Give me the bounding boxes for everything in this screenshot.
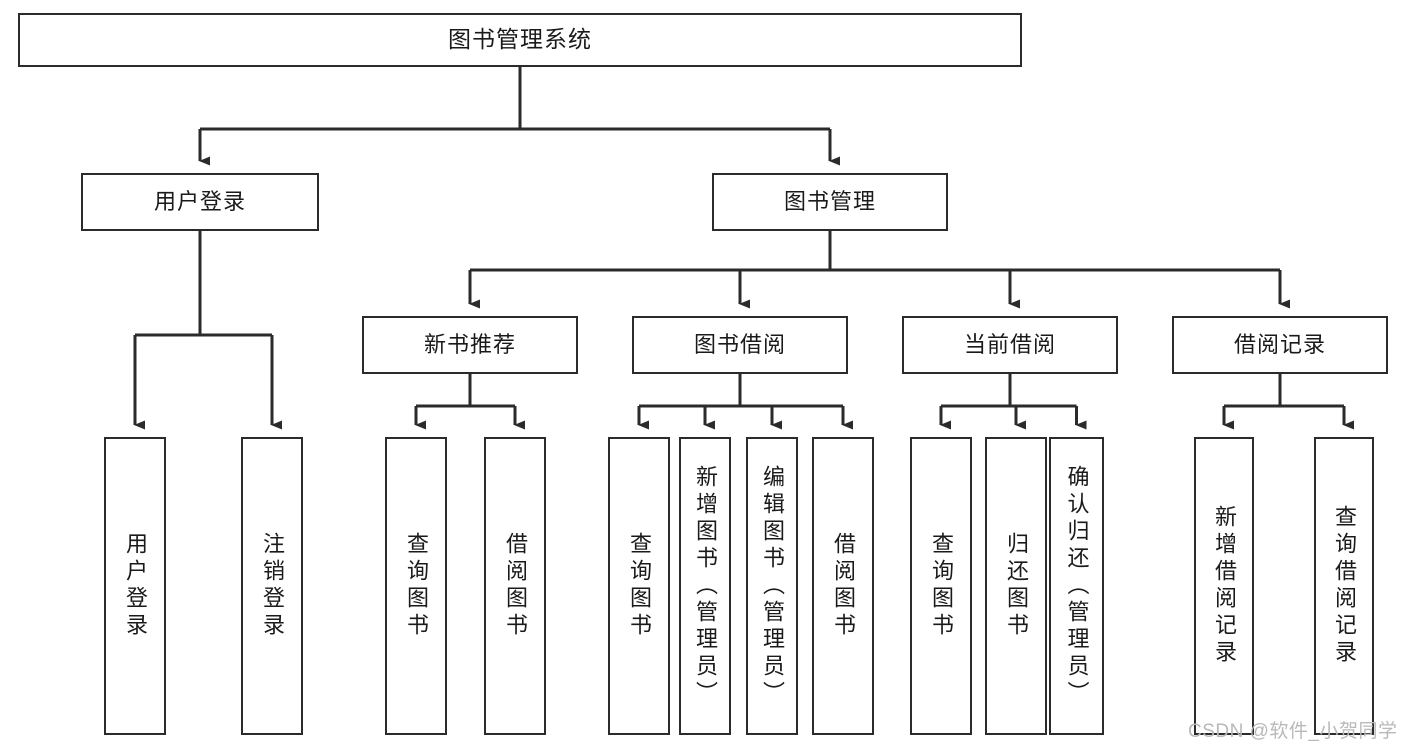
node-leaf-borrow-books-borrowing[interactable]: 借阅图书 — [812, 437, 874, 735]
node-label: 用户登录 — [123, 532, 148, 640]
node-label: 图书借阅 — [693, 332, 786, 358]
node-label: 借阅记录 — [1233, 332, 1326, 358]
node-label: 图书管理系统 — [448, 26, 592, 53]
node-label: 新增借阅记录 — [1212, 505, 1237, 667]
node-book-borrowing[interactable]: 图书借阅 — [632, 316, 848, 374]
node-leaf-query-books-current[interactable]: 查询图书 — [910, 437, 972, 735]
node-leaf-query-borrow-record[interactable]: 查询借阅记录 — [1314, 437, 1374, 735]
node-label: 图书管理 — [783, 189, 876, 215]
node-label: 查询图书 — [404, 532, 429, 640]
node-label: 新书推荐 — [423, 332, 516, 358]
node-label: 查询图书 — [929, 532, 954, 640]
node-leaf-borrow-books-recommendation[interactable]: 借阅图书 — [484, 437, 546, 735]
node-label: 借阅图书 — [503, 532, 528, 640]
node-leaf-add-borrow-record[interactable]: 新增借阅记录 — [1194, 437, 1254, 735]
csdn-watermark: CSDN @软件_小贺同学 — [1188, 721, 1398, 742]
node-leaf-edit-book-admin[interactable]: 编辑图书（管理员） — [746, 437, 798, 735]
node-label: 借阅图书 — [831, 532, 856, 640]
node-label: 查询图书 — [627, 532, 652, 640]
node-label: 用户登录 — [153, 189, 246, 215]
node-leaf-user-login[interactable]: 用户登录 — [104, 437, 166, 735]
node-leaf-add-book-admin[interactable]: 新增图书（管理员） — [679, 437, 731, 735]
node-leaf-query-books-borrowing[interactable]: 查询图书 — [608, 437, 670, 735]
node-leaf-query-books-recommendation[interactable]: 查询图书 — [385, 437, 447, 735]
node-leaf-confirm-return-admin[interactable]: 确认归还（管理员） — [1049, 437, 1104, 735]
node-label: 新增图书（管理员） — [693, 464, 718, 708]
node-label: 确认归还（管理员） — [1064, 464, 1090, 708]
node-label: 查询借阅记录 — [1332, 505, 1357, 667]
node-root-book-management-system[interactable]: 图书管理系统 — [18, 13, 1022, 67]
node-leaf-return-books[interactable]: 归还图书 — [985, 437, 1047, 735]
node-label: 当前借阅 — [963, 332, 1056, 358]
node-new-book-recommendation[interactable]: 新书推荐 — [362, 316, 578, 374]
node-label: 编辑图书（管理员） — [760, 464, 785, 708]
node-leaf-user-logout[interactable]: 注销登录 — [241, 437, 303, 735]
node-book-management[interactable]: 图书管理 — [712, 173, 948, 231]
node-label: 归还图书 — [1004, 532, 1029, 640]
node-borrowing-record[interactable]: 借阅记录 — [1172, 316, 1388, 374]
node-user-login[interactable]: 用户登录 — [81, 173, 319, 231]
node-label: 注销登录 — [260, 532, 285, 640]
node-current-borrowing[interactable]: 当前借阅 — [902, 316, 1118, 374]
